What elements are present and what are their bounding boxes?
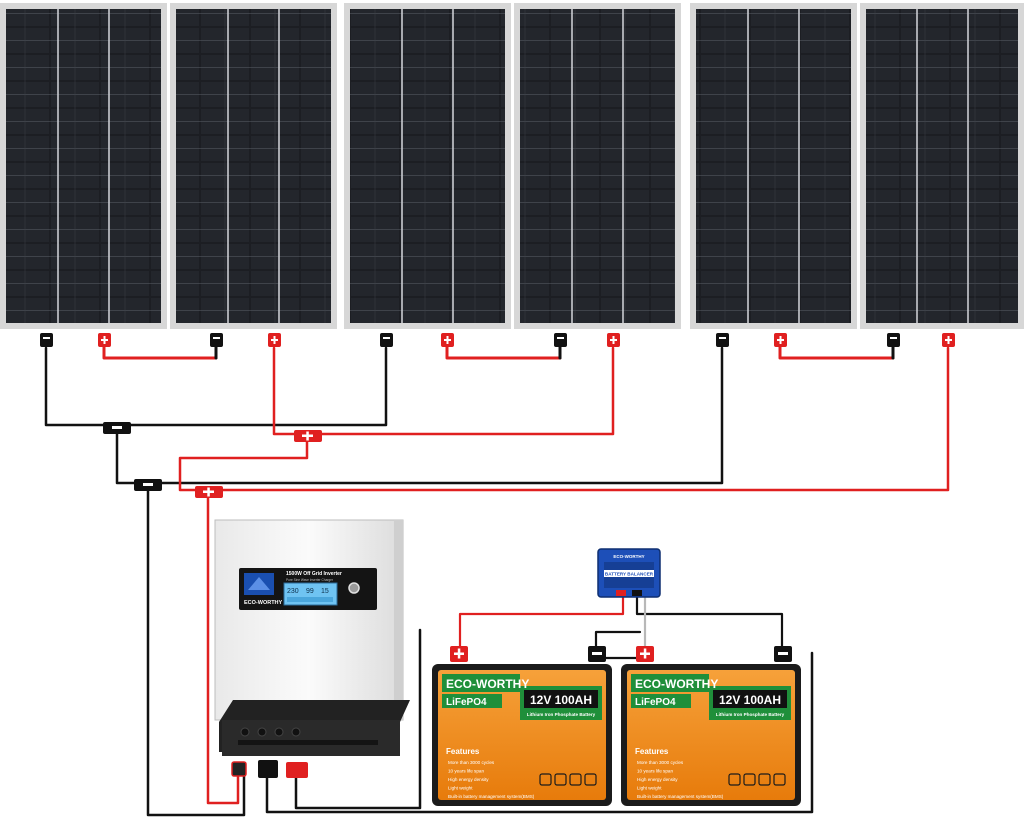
battery-positive-link xyxy=(294,628,422,810)
inverter-brand: ECO-WORTHY xyxy=(244,600,283,606)
lcd-reading-right: 15 xyxy=(321,588,329,595)
negative-drop-1 xyxy=(115,426,149,485)
battery-bank: ECO-WORTHY LiFePO4 12V 100AH Lithium Iron P… xyxy=(432,664,801,806)
positive-connector xyxy=(98,333,111,347)
ac-outlet xyxy=(240,727,250,737)
battery-terminal-clips xyxy=(450,646,792,662)
positive-main-to-inverter xyxy=(206,492,240,805)
series-jumper-2 xyxy=(445,343,562,360)
positive-connector xyxy=(774,333,787,347)
features-title: Features xyxy=(446,747,480,756)
feature-item: More than 3000 cycles xyxy=(637,760,684,765)
battery-2: ECO-WORTHY LiFePO4 12V 100AH Lithium Iron P… xyxy=(621,664,801,806)
feature-item: Built-in battery management system(BMS) xyxy=(448,794,535,799)
series-jumper-1 xyxy=(102,343,218,360)
positive-connector xyxy=(942,333,955,347)
battery-chemistry: LiFePO4 xyxy=(446,697,487,708)
positive-drop-1 xyxy=(178,436,309,492)
certification-icon xyxy=(743,773,756,786)
negative-connector xyxy=(554,333,567,347)
negative-string-3 xyxy=(145,346,724,485)
positive-string-1-2 xyxy=(272,346,615,436)
balancer-negative xyxy=(635,594,784,652)
negative-connector xyxy=(716,333,729,347)
balancer-middle-a xyxy=(594,630,642,652)
battery-type: Lithium Iron Phosphate Battery xyxy=(527,712,596,717)
balancer-label: BATTERY BALANCER xyxy=(605,572,654,577)
power-button[interactable] xyxy=(348,582,360,594)
battery-type: Lithium Iron Phosphate Battery xyxy=(716,712,785,717)
inverter-terminal-base xyxy=(219,700,410,778)
battery-2-negative-clip xyxy=(774,646,792,662)
certification-icon xyxy=(773,773,786,786)
feature-item: Built-in battery management system(BMS) xyxy=(637,794,724,799)
feature-item: More than 3000 cycles xyxy=(448,760,495,765)
positive-connector xyxy=(268,333,281,347)
feature-item: 10 years life span xyxy=(448,769,484,774)
negative-connector xyxy=(210,333,223,347)
feature-item: Light weight xyxy=(448,786,473,791)
solar-panel-3 xyxy=(344,3,511,329)
panel-connectors xyxy=(40,333,955,498)
negative-branch-connector xyxy=(134,479,162,491)
inverter-lcd: 230 99 15 xyxy=(283,582,338,606)
feature-item: High energy density xyxy=(448,777,489,782)
battery-balancer: ECO-WORTHY BATTERY BALANCER xyxy=(597,548,661,598)
battery-brand: ECO-WORTHY xyxy=(446,677,529,691)
solar-panel-5 xyxy=(690,3,857,329)
positive-connector xyxy=(441,333,454,347)
balancer-brand: ECO-WORTHY xyxy=(613,554,644,559)
negative-main-to-inverter xyxy=(146,485,246,817)
certification-icon xyxy=(539,773,552,786)
pv-input-terminal xyxy=(231,761,247,777)
inverter-title: 1500W Off Grid Inverter xyxy=(286,571,342,577)
certification-icon xyxy=(584,773,597,786)
feature-item: Light weight xyxy=(637,786,662,791)
feature-item: 10 years life span xyxy=(637,769,673,774)
negative-string-1-2 xyxy=(44,346,388,427)
battery-2-positive-clip xyxy=(636,646,654,662)
inverter-control-panel: ECO-WORTHY 1500W Off Grid Inverter Pure … xyxy=(239,568,377,610)
battery-rating: 12V 100AH xyxy=(530,693,592,707)
battery-positive-terminal xyxy=(286,762,308,778)
positive-connector xyxy=(607,333,620,347)
features-title: Features xyxy=(635,747,669,756)
certification-icon xyxy=(758,773,771,786)
certification-icon xyxy=(554,773,567,786)
solar-panel-4 xyxy=(514,3,681,329)
battery-brand: ECO-WORTHY xyxy=(635,677,718,691)
solar-panel-6 xyxy=(860,3,1024,329)
feature-item: High energy density xyxy=(637,777,678,782)
positive-branch-connector xyxy=(195,486,223,498)
inverter-subtitle: Pure Sine Wave Inverter Charger xyxy=(286,578,334,582)
ac-outlet xyxy=(257,727,267,737)
battery-negative-terminal xyxy=(258,760,278,778)
battery-1-positive-clip xyxy=(450,646,468,662)
solar-panel-1 xyxy=(0,3,167,329)
balancer-positive xyxy=(458,594,625,652)
ac-outlet xyxy=(274,727,284,737)
series-jumper-3 xyxy=(778,343,895,360)
inverter-battery-negative xyxy=(265,651,814,814)
positive-string-3 xyxy=(206,346,950,492)
solar-panel-2 xyxy=(170,3,337,329)
lcd-reading-mid: 99 xyxy=(306,588,314,595)
positive-branch-connector xyxy=(294,430,322,442)
solar-panel-array xyxy=(0,3,1024,329)
battery-1: ECO-WORTHY LiFePO4 12V 100AH Lithium Iron P… xyxy=(432,664,612,806)
lcd-reading-left: 230 xyxy=(287,588,299,595)
certification-icon xyxy=(569,773,582,786)
negative-connector xyxy=(380,333,393,347)
negative-connector xyxy=(887,333,900,347)
negative-branch-connector xyxy=(103,422,131,434)
ac-outlet xyxy=(291,727,301,737)
certification-icon xyxy=(728,773,741,786)
battery-1-negative-clip xyxy=(588,646,606,662)
battery-rating: 12V 100AH xyxy=(719,693,781,707)
negative-connector xyxy=(40,333,53,347)
inverter: ECO-WORTHY 1500W Off Grid Inverter Pure … xyxy=(214,519,410,778)
battery-chemistry: LiFePO4 xyxy=(635,697,676,708)
